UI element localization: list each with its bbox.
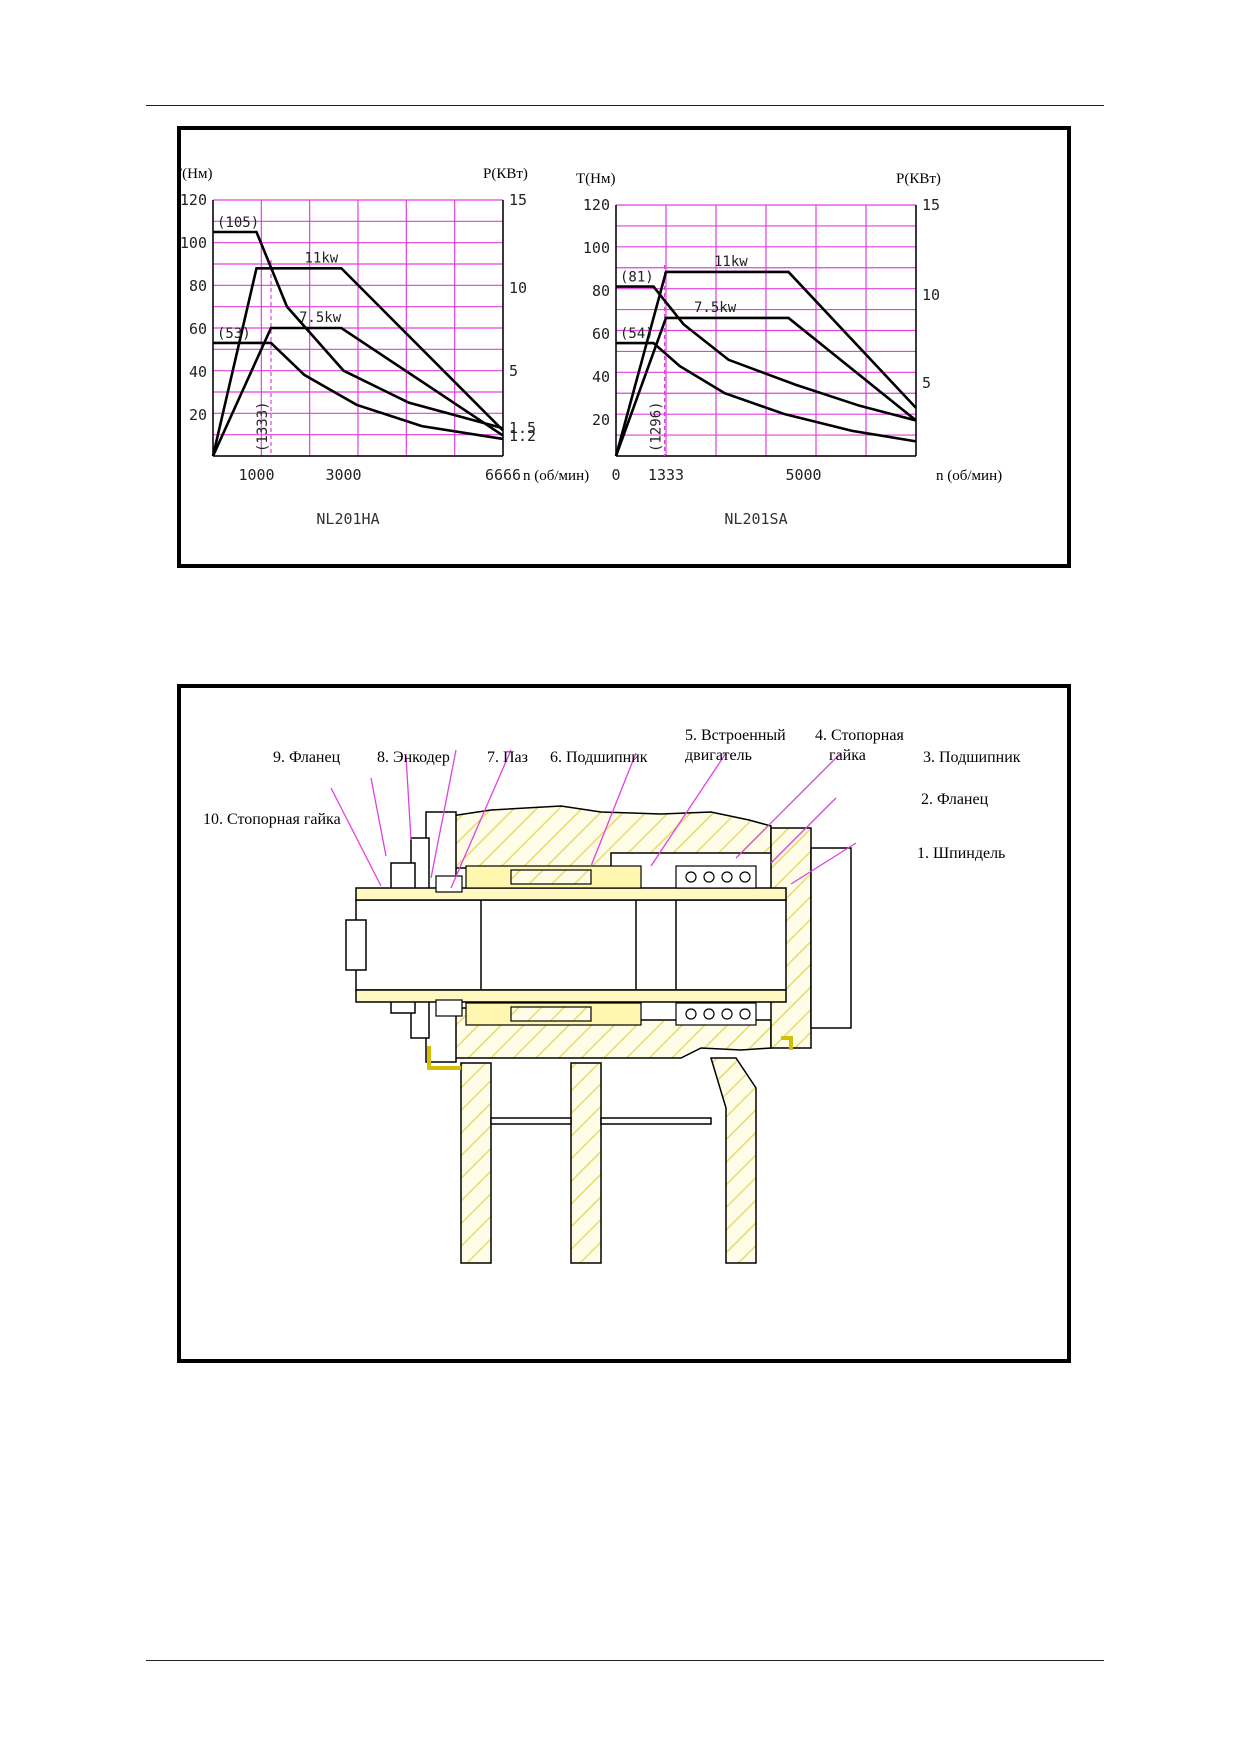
spindle-section-frame: 9. Фланец 8. Энкодер 7. Паз 6. Подшипник… [177,684,1071,1363]
top-rule [146,105,1104,106]
torque-power-charts-frame: 12010080604020151051.51.2100030006666T(Н… [177,126,1071,568]
bearings [435,865,757,1026]
x-tick-label: 5000 [785,466,821,484]
x-tick-label: 1333 [648,466,684,484]
label-locknut-4-line2: гайка [829,747,866,764]
chart-title: NL201HA [316,510,379,528]
chart-title: NL201SA [724,510,787,528]
y2-tick-label: 15 [922,196,940,214]
spindle-stand [427,1036,793,1264]
label-groove: 7. Паз [487,749,528,766]
y2-tick-label: 10 [922,286,940,304]
y-tick-label: 20 [189,406,207,424]
label-encoder: 8. Энкодер [377,749,450,766]
y-tick-label: 100 [583,239,610,257]
annotation-max-torque: (81) [620,270,654,286]
y-tick-label: 120 [583,196,610,214]
y-tick-label: 100 [181,234,207,252]
annotation-7-5kw: 7.5kw [694,300,737,316]
label-spindle-1: 1. Шпиндель [917,845,1005,862]
label-motor-line2: двигатель [685,747,752,764]
x-tick-label: 0 [611,466,620,484]
label-locknut-10: 10. Стопорная гайка [203,811,341,828]
annotation-7-5kw: 7.5kw [299,310,342,326]
annotation-base-speed: (1333) [255,401,271,452]
series-line-0 [614,270,917,457]
leader-lines [330,749,857,889]
annotation-11kw: 11kw [305,250,339,266]
torque-power-charts: 12010080604020151051.51.2100030006666T(Н… [181,166,1002,528]
annotation-max-torque: (105) [217,215,259,231]
x-axis-title: n (об/мин) [936,468,1002,484]
label-flange-9: 9. Фланец [273,749,341,766]
series-line-2 [213,230,504,430]
label-bearing-6: 6. Подшипник [550,749,648,766]
y-tick-label: 40 [592,368,610,386]
y2-axis-title: P(КВт) [483,166,528,182]
y-tick-label: 60 [592,325,610,343]
y2-tick-label: 5 [922,374,931,392]
y-axis-title: T(Нм) [576,171,615,187]
series-line-2 [616,285,917,422]
annotation-rated-torque: (53) [217,326,251,342]
annotation-base-speed: (1296) [649,401,665,452]
series-line-1 [614,316,917,457]
x-axis-title: n (об/мин) [523,468,589,484]
y-tick-label: 40 [189,363,207,381]
label-motor-line1: 5. Встроенный [685,727,786,744]
series-line-3 [616,341,917,443]
label-flange-2: 2. Фланец [921,791,989,808]
spindle-shaft [345,887,787,1003]
chart-nl201sa: 120 100 80 60 40 20 15 10 5 0 1333 5000 T(Нм) P(КВт) n… [576,171,1002,528]
y2-tick-label: 10 [509,279,527,297]
annotation-rated-torque: (54) [620,326,654,342]
spindle-cross-section: 9. Фланец 8. Энкодер 7. Паз 6. Подшипник… [203,727,1021,1264]
label-bearing-3: 3. Подшипник [923,749,1021,766]
chart-nl201ha: 120 100 80 60 40 20 15 10 5 1.51.2 1000 3000 6666 T(Н… [181,166,589,528]
series-line-3 [213,341,504,441]
bottom-rule [146,1660,1104,1661]
y2-tick-label: 1.5 [509,419,536,437]
built-in-motor [465,865,642,1026]
annotation-11kw: 11kw [714,254,748,270]
y-tick-label: 120 [181,191,207,209]
y2-tick-label: 5 [509,362,518,380]
y2-tick-label: 1.2 [509,427,536,445]
series-line-0 [211,266,504,457]
y-tick-label: 60 [189,320,207,338]
y-tick-label: 20 [592,411,610,429]
label-locknut-4-line1: 4. Стопорная [815,727,904,744]
x-tick-label: 1000 [238,466,274,484]
part-labels: 9. Фланец 8. Энкодер 7. Паз 6. Подшипник… [203,727,1021,862]
y2-axis-title: P(КВт) [896,171,941,187]
y-axis-title: T(Нм) [181,166,212,182]
y-tick-label: 80 [592,282,610,300]
x-tick-label: 6666 [485,466,521,484]
y2-tick-label: 15 [509,191,527,209]
x-tick-label: 3000 [325,466,361,484]
y-tick-label: 80 [189,277,207,295]
